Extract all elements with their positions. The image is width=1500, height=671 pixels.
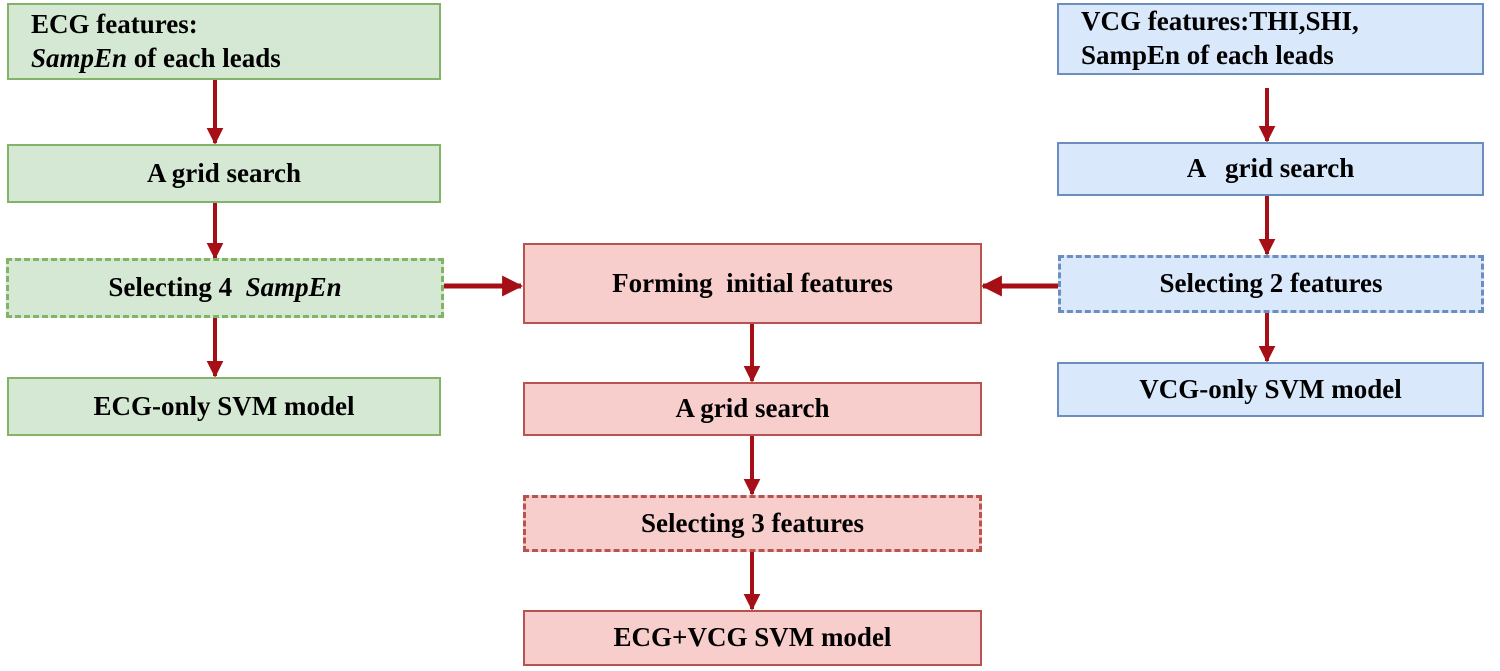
ecg-grid-search-box: A grid search [7, 144, 441, 203]
combined-grid-search-label: A grid search [675, 393, 830, 424]
ecg-select-box: Selecting 4 SampEn [6, 258, 444, 318]
ecg-select-prefix: Selecting 4 [108, 272, 246, 303]
combined-model-box: ECG+VCG SVM model [523, 610, 982, 666]
forming-features-box: Forming initial features [523, 243, 982, 324]
combined-grid-search-box: A grid search [523, 382, 982, 436]
ecg-sampen-term: SampEn [31, 42, 128, 73]
vcg-select-box: Selecting 2 features [1058, 255, 1484, 313]
vcg-grid-search-box: A grid search [1057, 142, 1484, 196]
vcg-select-label: Selecting 2 features [1159, 268, 1383, 299]
forming-features-label: Forming initial features [612, 267, 893, 298]
ecg-grid-search-label: A grid search [147, 157, 301, 188]
combined-model-label: ECG+VCG SVM model [613, 622, 892, 653]
vcg-model-label: VCG-only SVM model [1139, 373, 1402, 404]
ecg-features-box: ECG features: SampEn of each leads [7, 3, 441, 80]
ecg-features-line2-rest: of each leads [127, 42, 281, 73]
vcg-features-line2: SampEn of each leads [1081, 40, 1334, 70]
ecg-select-label: Selecting 4 SampEn [108, 271, 341, 305]
vcg-features-line1: VCG features:THI,SHI, [1081, 6, 1359, 37]
combined-select-box: Selecting 3 features [523, 495, 982, 552]
vcg-model-box: VCG-only SVM model [1057, 362, 1484, 417]
ecg-select-sampen: SampEn [245, 272, 342, 303]
combined-select-label: Selecting 3 features [641, 507, 864, 538]
ecg-features-line2: SampEn of each leads [31, 42, 281, 76]
ecg-model-label: ECG-only SVM model [93, 390, 355, 421]
ecg-features-line1: ECG features: [31, 8, 198, 39]
vcg-grid-search-label: A grid search [1186, 153, 1355, 184]
ecg-model-box: ECG-only SVM model [7, 377, 441, 436]
vcg-features-box: VCG features:THI,SHI, SampEn of each lea… [1057, 3, 1484, 75]
